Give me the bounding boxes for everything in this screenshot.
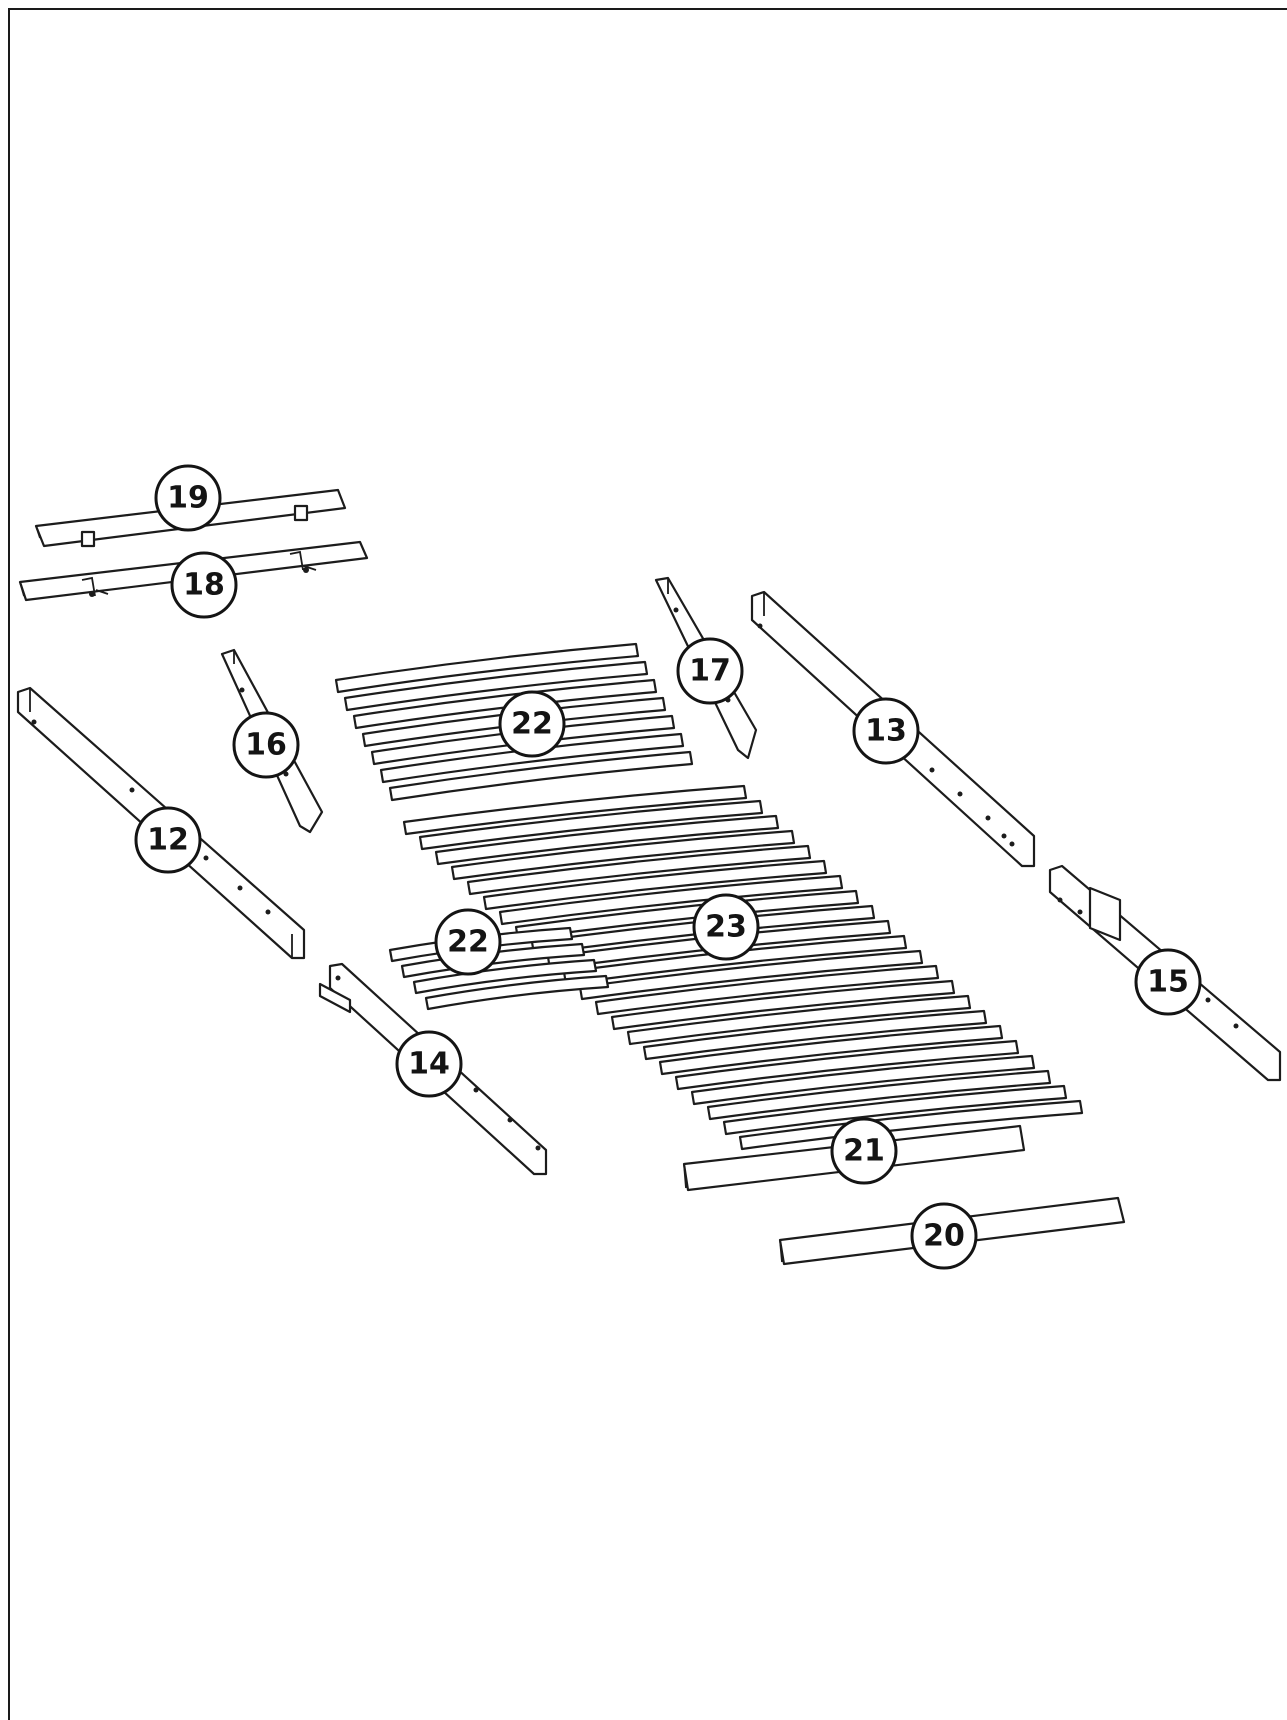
slat <box>498 874 844 926</box>
slat <box>424 974 610 1011</box>
svg-text:21: 21 <box>843 1134 885 1169</box>
callout-23: 23 <box>692 893 760 961</box>
svg-text:17: 17 <box>689 654 731 689</box>
callout-17: 17 <box>676 637 744 705</box>
callout-20: 20 <box>910 1202 978 1270</box>
slat <box>514 889 860 941</box>
svg-text:16: 16 <box>245 728 287 763</box>
page-border <box>8 8 1287 1720</box>
slat <box>610 979 956 1031</box>
slat <box>352 678 658 730</box>
slat <box>450 829 796 881</box>
slat <box>626 994 972 1046</box>
slat <box>658 1024 1004 1076</box>
slats-part-23 <box>402 784 1084 1151</box>
callout-22-lower: 22 <box>434 908 502 976</box>
slat <box>434 814 780 866</box>
callout-22-upper: 22 <box>498 690 566 758</box>
slat <box>562 934 908 986</box>
svg-text:13: 13 <box>865 714 907 749</box>
slat <box>578 949 924 1001</box>
callout-19: 19 <box>154 464 222 532</box>
slat <box>418 799 764 851</box>
slat <box>642 1009 988 1061</box>
slat <box>690 1054 1036 1106</box>
slat <box>466 844 812 896</box>
svg-text:23: 23 <box>705 910 747 945</box>
slat <box>482 859 828 911</box>
callout-21: 21 <box>830 1117 898 1185</box>
callout-14: 14 <box>395 1030 463 1098</box>
slat <box>334 642 640 694</box>
callout-13: 13 <box>852 697 920 765</box>
callout-16: 16 <box>232 711 300 779</box>
svg-text:22: 22 <box>511 707 553 742</box>
slat <box>706 1069 1052 1121</box>
slat <box>594 964 940 1016</box>
slat <box>402 784 748 836</box>
svg-text:12: 12 <box>147 823 189 858</box>
svg-text:22: 22 <box>447 925 489 960</box>
slat <box>388 750 694 802</box>
callout-18: 18 <box>170 551 238 619</box>
slat <box>379 732 685 784</box>
svg-text:20: 20 <box>923 1219 965 1254</box>
slat <box>343 660 649 712</box>
slat <box>674 1039 1020 1091</box>
svg-text:19: 19 <box>167 481 209 516</box>
svg-text:18: 18 <box>183 568 225 603</box>
svg-text:14: 14 <box>408 1047 450 1082</box>
svg-text:15: 15 <box>1147 965 1189 1000</box>
callout-12: 12 <box>134 806 202 874</box>
callout-15: 15 <box>1134 948 1202 1016</box>
slat <box>722 1084 1068 1136</box>
